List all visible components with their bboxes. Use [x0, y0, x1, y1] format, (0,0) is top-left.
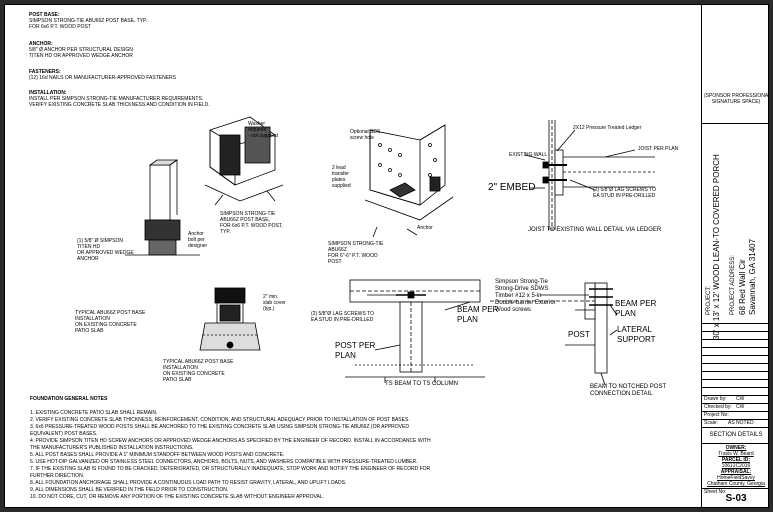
- lateral-support-label: LATERAL SUPPORT: [617, 325, 656, 344]
- sheet-no-label: Sheet No:: [704, 489, 727, 495]
- notched-post-title: BEAM TO NOTCHED POST CONNECTION DETAIL: [590, 384, 667, 397]
- foundation-note: 2. VERIFY EXISTING CONCRETE SLAB THICKNE…: [30, 417, 410, 423]
- checked-by: CW: [736, 404, 745, 410]
- column-beam-per-plan: BEAM PER PLAN: [457, 305, 499, 324]
- foundation-notes-heading: FOUNDATION GENERAL NOTES: [30, 396, 108, 402]
- county: Chatham County, Georgia: [707, 481, 765, 487]
- details-drawing: [125, 116, 655, 386]
- installation-line-2: VERIFY EXISTING CONCRETE SLAB THICKNESS …: [29, 102, 210, 108]
- notched-post-label: POST: [568, 330, 590, 339]
- foundation-note: 7. IF THE EXISTING SLAB IS FOUND TO BE C…: [30, 466, 431, 472]
- title-block: (SPONSOR PROFESSIONAL SIGNATURE SPACE) P…: [701, 5, 769, 507]
- sheet-number: S-03: [725, 493, 747, 504]
- fasteners-line-1: (12) 16d NAILS OR MANUFACTURER-APPROVED …: [29, 75, 176, 81]
- sdws-screw-note: Simpson Strong-Tie Strong-Drive SDWS Tim…: [495, 279, 556, 313]
- foundation-note: 5. ALL POST BASES SHALL PROVIDE A 1" MIN…: [30, 452, 285, 458]
- drawn-by-label: Drawn by:: [704, 396, 727, 402]
- foundation-note: 4. PROVIDE SIMPSON TITEN HD SCREW ANCHOR…: [30, 438, 431, 444]
- checked-by-label: Checked by:: [704, 404, 732, 410]
- ts-beam-column-drawing: [345, 279, 485, 383]
- anchor-line-2: TITEN HD OR APPROVED WEDGE ANCHOR: [29, 53, 133, 59]
- foundation-note: FURTHER DIRECTION.: [30, 473, 85, 479]
- project-address-label: PROJECT ADDRESS:: [730, 255, 736, 315]
- ledger-label: 2X12 Pressure Treated Ledger: [573, 125, 642, 131]
- project-name: 30' x 13' x 12' WOOD LEAN-TO COVERED POR…: [712, 154, 721, 340]
- anchor-callout: (1) 5/8" Ø SIMPSON TITEN HD OR APPROVED …: [77, 238, 134, 262]
- sheet-title: SECTION DETAILS: [709, 432, 763, 438]
- slab-installation-caption-1: TYPICAL ABU66Z POST BASE INSTALLATION ON…: [75, 310, 146, 334]
- anchor-label: Anchor: [417, 225, 433, 231]
- owner-label: OWNER:: [725, 445, 747, 451]
- column-lag-screws-note: (2) 5/8"Ø LAG SCREWS TO EA STUD IN PRE-D…: [311, 311, 374, 323]
- anchor-bolt-note: Anchor bolt per designer: [188, 231, 208, 249]
- slab-bracket-drawing: [199, 287, 261, 351]
- drawing-sheet: POST BASE: SIMPSON STRONG-TIE ABU66Z POS…: [4, 4, 769, 508]
- abu66z-perspective-drawing: [364, 124, 454, 238]
- project-address-2: Savannah, GA 31407: [748, 238, 757, 315]
- post-base-line-2: FOR 6x6 P.T. WOOD POST: [29, 24, 91, 30]
- foundation-note: EQUIVALENT) POST BASES.: [30, 431, 98, 437]
- professional-seal-space: (SPONSOR PROFESSIONAL SIGNATURE SPACE): [704, 93, 769, 105]
- abu66z-post-caption: SIMPSON STRONG-TIE ABU66Z FOR 6"-6" P.T.…: [328, 241, 384, 265]
- joist-per-plan-label: JOIST PER PLAN: [638, 146, 679, 152]
- foundation-note: 1. EXISTING CONCRETE PATIO SLAB SHALL RE…: [30, 410, 158, 416]
- ledger-detail-drawing: [524, 120, 655, 230]
- post-base-line-1: SIMPSON STRONG-TIE ABU66Z POST BASE, TYP…: [29, 18, 148, 24]
- ledger-lag-screws-note: (2) 5/8"Ø LAG SCREWS TO EA STUD IN PRE-D…: [593, 187, 656, 199]
- fasteners-heading: FASTENERS:: [29, 69, 61, 75]
- foundation-note: 3. 6x6 PRESSURE-TREATED WOOD POSTS SHALL…: [30, 424, 409, 430]
- transfer-plates-note: 2 lead transfer plates supplied: [332, 165, 351, 189]
- anchor-heading: ANCHOR:: [29, 41, 53, 47]
- foundation-note: 10. DO NOT CORE, CUT, OR REMOVE ANY PORT…: [30, 494, 324, 500]
- foundation-note: 8. ALL FOUNDATION ANCHORAGE SHALL PROVID…: [30, 480, 347, 486]
- washer-note: Washer required - not supplied: [248, 121, 279, 139]
- existing-wall-label: EXISTING WALL: [509, 152, 548, 158]
- abu66z-bracket-drawing: [204, 116, 284, 206]
- slab-installation-caption-2: TYPICAL ABU66Z POST BASE INSTALLATION ON…: [163, 359, 234, 383]
- owner-name: Travis W. Beard: [718, 451, 754, 457]
- embed-label: 2" EMBED: [488, 182, 536, 193]
- parcel-id: 10612C2016: [721, 463, 751, 469]
- installation-line-1: INSTALL PER SIMPSON STRONG-TIE MANUFACTU…: [29, 96, 204, 102]
- abu66z-caption: SIMPSON STRONG-TIE ABU66Z POST BASE, FOR…: [220, 211, 283, 235]
- project-no-label: Project No:: [704, 412, 729, 418]
- foundation-note: THE MANUFACTURER'S PUBLISHED INSTALLATIO…: [30, 445, 194, 451]
- notched-post-drawing: [490, 282, 618, 386]
- appraisal-id: HomeFieldSavvy: [717, 475, 755, 481]
- ts-beam-column-title: TS BEAM TO TS COLUMN: [385, 381, 459, 387]
- appraisal-label: APPRAISAL:: [720, 469, 752, 475]
- drawn-by: CW: [736, 396, 745, 402]
- parcel-label: PARCEL ID:: [721, 457, 751, 463]
- post-base-heading: POST BASE:: [29, 12, 60, 18]
- installation-heading: INSTALLATION:: [29, 90, 67, 96]
- post-base-drawing: [125, 159, 200, 256]
- anchor-line-1: 5/8" Ø ANCHOR PER STRUCTURAL DESIGN: [29, 47, 133, 53]
- column-post-per-plan: POST PER PLAN: [335, 341, 376, 360]
- scale-value: AS NOTED: [728, 420, 754, 426]
- project-address-1: 68 Red Wall Cir: [738, 259, 747, 315]
- scale-label: Scale:: [704, 420, 718, 426]
- sds-screw-note: Optional SDS screw hole: [350, 129, 381, 141]
- notched-beam-per-plan: BEAM PER PLAN: [615, 299, 657, 318]
- min-slab-cover-note: 2" min. slab cover (typ.): [263, 294, 286, 312]
- ledger-detail-title: JOIST TO EXISTING WALL DETAIL VIA LEDGER: [528, 227, 662, 233]
- foundation-note: 9. ALL DIMENSIONS SHALL BE VERIFIED IN T…: [30, 487, 229, 493]
- foundation-note: 6. USE HOT-DIP GALVANIZED OR STAINLESS S…: [30, 459, 418, 465]
